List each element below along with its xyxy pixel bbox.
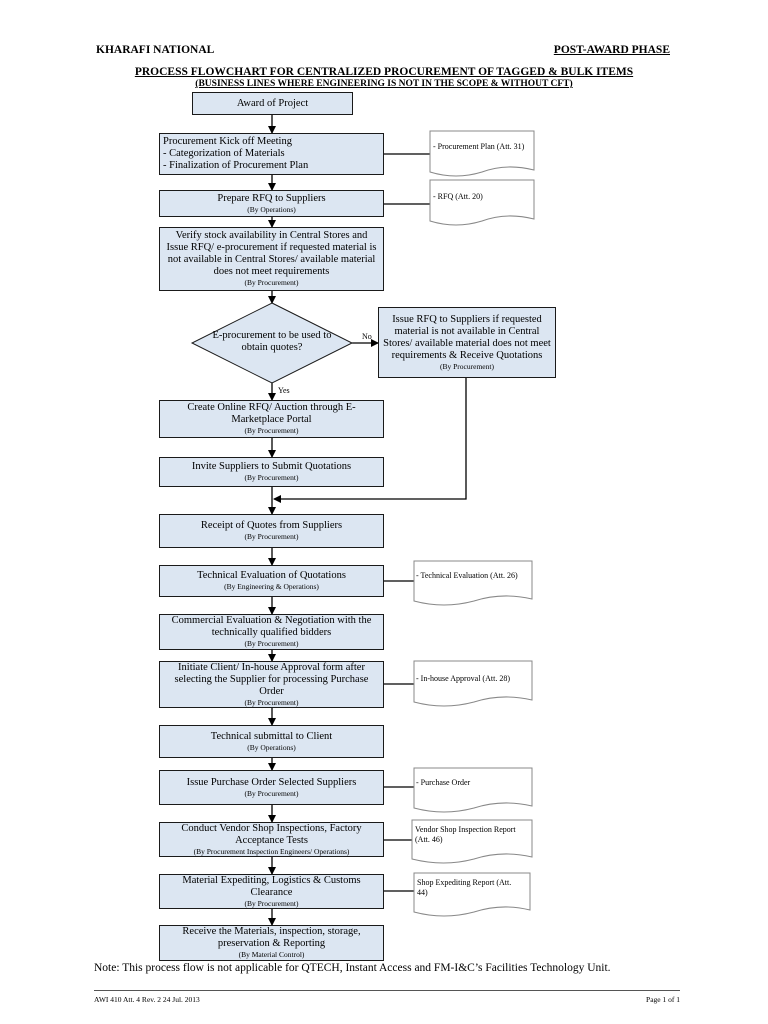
po-text: Issue Purchase Order Selected Suppliers <box>186 776 357 788</box>
verify-stock-by: (By Procurement) <box>244 278 299 287</box>
decision-diamond <box>190 302 354 384</box>
po-by: (By Procurement) <box>244 788 299 798</box>
doc-shape-purchase-order <box>413 767 533 813</box>
doc-shape-rfq <box>429 179 535 226</box>
receive-text: Receive the Materials, inspection, stora… <box>182 926 361 949</box>
step-technical-submittal: Technical submittal to Client (By Operat… <box>159 725 384 758</box>
step-online-rfq: Create Online RFQ/ Auction through E-Mar… <box>159 400 384 438</box>
comm-eval-text: Commercial Evaluation & Negotiation with… <box>171 615 372 638</box>
inspection-text: Conduct Vendor Shop Inspections, Factory… <box>181 822 362 846</box>
company-name: KHARAFI NATIONAL <box>96 44 215 56</box>
step-vendor-inspection: Conduct Vendor Shop Inspections, Factory… <box>159 822 384 857</box>
approval-by: (By Procurement) <box>244 697 299 707</box>
receipt-by: (By Procurement) <box>244 532 299 541</box>
prepare-rfq-by: (By Operations) <box>247 204 296 214</box>
step-prepare-rfq: Prepare RFQ to Suppliers (By Operations) <box>159 190 384 217</box>
doc-shape-shop-expediting <box>413 872 531 917</box>
online-rfq-text: Create Online RFQ/ Auction through E-Mar… <box>187 402 356 425</box>
doc-technical-evaluation: - Technical Evaluation (Att. 26) <box>416 571 518 580</box>
invite-text: Invite Suppliers to Submit Quotations <box>191 461 352 472</box>
page-subtitle: (BUSINESS LINES WHERE ENGINEERING IS NOT… <box>195 79 573 89</box>
online-rfq-by: (By Procurement) <box>244 426 299 435</box>
doc-rfq: - RFQ (Att. 20) <box>433 192 483 201</box>
step-receipt-quotes: Receipt of Quotes from Suppliers (By Pro… <box>159 514 384 548</box>
step-invite-suppliers: Invite Suppliers to Submit Quotations (B… <box>159 457 384 487</box>
footer-divider <box>94 990 680 991</box>
doc-procurement-plan: - Procurement Plan (Att. 31) <box>433 142 525 151</box>
tech-submittal-by: (By Operations) <box>247 742 296 752</box>
step-receive-materials: Receive the Materials, inspection, stora… <box>159 925 384 961</box>
phase-label: POST-AWARD PHASE <box>553 44 670 56</box>
approval-text: Initiate Client/ In-house Approval form … <box>174 661 369 697</box>
kickoff-line1: Procurement Kick off Meeting <box>163 136 292 147</box>
step-issue-rfq-suppliers: Issue RFQ to Suppliers if requested mate… <box>378 307 556 378</box>
doc-purchase-order: - Purchase Order <box>416 778 471 787</box>
receipt-text: Receipt of Quotes from Suppliers <box>200 520 343 531</box>
issue-rfq-by: (By Procurement) <box>440 361 494 371</box>
step-award-of-project: Award of Project <box>192 92 353 115</box>
tech-submittal-text: Technical submittal to Client <box>210 730 333 742</box>
step-approval-form: Initiate Client/ In-house Approval form … <box>159 661 384 708</box>
kickoff-line3: - Finalization of Procurement Plan <box>163 160 309 171</box>
footer-page-number: Page 1 of 1 <box>646 995 680 1004</box>
invite-by: (By Procurement) <box>244 473 299 482</box>
expediting-text: Material Expediting, Logistics & Customs… <box>182 874 361 898</box>
doc-shape-inhouse-approval <box>413 660 533 707</box>
issue-rfq-text: Issue RFQ to Suppliers if requested mate… <box>383 313 551 361</box>
footer-reference: AWI 410 Att. 4 Rev. 2 24 Jul. 2013 <box>94 995 200 1004</box>
verify-stock-text: Verify stock availability in Central Sto… <box>166 230 377 277</box>
step-kickoff-meeting: Procurement Kick off Meeting - Categoriz… <box>159 133 384 175</box>
tech-eval-text: Technical Evaluation of Quotations <box>197 570 346 581</box>
process-note: Note: This process flow is not applicabl… <box>94 962 611 974</box>
doc-shape-procurement-plan <box>429 130 535 177</box>
page-title: PROCESS FLOWCHART FOR CENTRALIZED PROCUR… <box>134 66 634 78</box>
inspection-by: (By Procurement Inspection Engineers/ Op… <box>193 846 350 856</box>
decision-yes-label: Yes <box>278 386 290 395</box>
tech-eval-by: (By Engineering & Operations) <box>224 582 319 591</box>
receive-by: (By Material Control) <box>238 950 305 959</box>
step-verify-stock: Verify stock availability in Central Sto… <box>159 227 384 291</box>
step-issue-purchase-order: Issue Purchase Order Selected Suppliers … <box>159 770 384 805</box>
arrow-issue-rfq-return <box>273 378 467 503</box>
doc-shape-vendor-inspection <box>411 819 533 864</box>
step-technical-evaluation: Technical Evaluation of Quotations (By E… <box>159 565 384 597</box>
comm-eval-by: (By Procurement) <box>244 639 299 648</box>
doc-shape-tech-eval <box>413 560 533 606</box>
decision-text: E-procurement to be used to obtain quote… <box>212 330 332 353</box>
decision-no-label: No <box>362 332 372 341</box>
doc-shop-expediting: Shop Expediting Report (Att. 44) <box>417 878 512 897</box>
kickoff-line2: - Categorization of Materials <box>163 148 285 159</box>
prepare-rfq-text: Prepare RFQ to Suppliers <box>217 192 326 204</box>
expediting-by: (By Procurement) <box>244 898 299 908</box>
step-material-expediting: Material Expediting, Logistics & Customs… <box>159 874 384 909</box>
step-commercial-evaluation: Commercial Evaluation & Negotiation with… <box>159 614 384 650</box>
doc-vendor-inspection: Vendor Shop Inspection Report (Att. 46) <box>415 825 516 844</box>
step-award-text: Award of Project <box>236 97 309 109</box>
doc-inhouse-approval: - In-house Approval (Att. 28) <box>416 674 510 683</box>
